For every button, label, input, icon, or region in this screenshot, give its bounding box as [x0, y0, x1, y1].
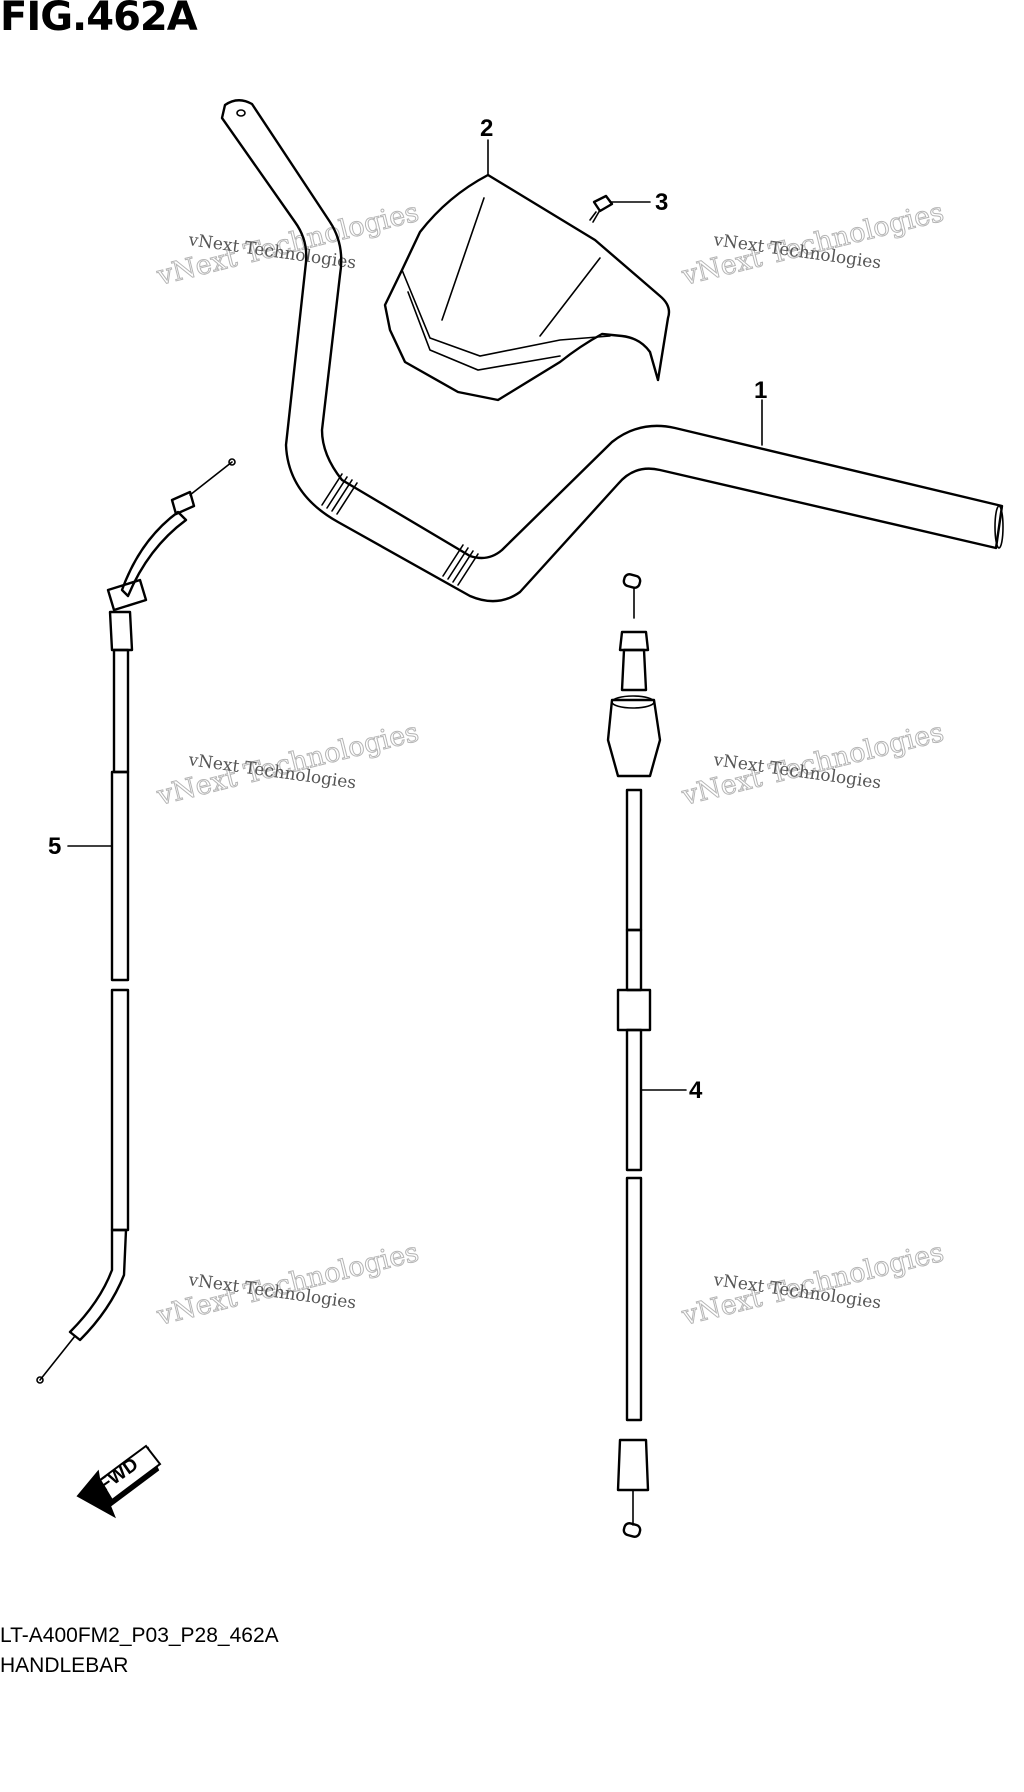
cable-boot [606, 698, 662, 778]
adjuster-nut [618, 630, 650, 652]
handlebar-knurl-left [321, 473, 358, 515]
callout-5: 5 [48, 833, 61, 860]
cable-end-barrel-top [622, 573, 642, 589]
bolt-shank [592, 209, 601, 223]
cable-fitting [108, 610, 134, 652]
adjuster-bottom [616, 1438, 650, 1492]
watermark: vNext Technologies vNext Technologies [678, 196, 948, 292]
cable-sheath-mid [110, 770, 130, 982]
handlebar-cover-part: 2 [383, 115, 671, 402]
cover-lip [407, 291, 561, 371]
cover-inner-edge [401, 269, 611, 357]
callout-4: 4 [689, 1077, 703, 1104]
handlebar-part: 1 [220, 99, 1004, 603]
adjuster-thread [620, 648, 648, 692]
figure-code: LT-A400FM2_P03_P28_462A [0, 1624, 279, 1647]
figure-name: HANDLEBAR [0, 1654, 129, 1677]
cover-outline [383, 173, 671, 402]
cable-bend-bottom [68, 1228, 128, 1342]
cover-ridge [539, 257, 601, 337]
cable-sheath-lower [110, 988, 130, 1232]
watermark: vNext Technologies vNext Technologies [678, 716, 948, 812]
bolt-head [592, 194, 614, 213]
fwd-direction-badge: FWD [76, 1444, 162, 1519]
watermark: vNext Technologies vNext Technologies [153, 716, 423, 812]
callout-1: 1 [754, 377, 767, 404]
figure-title: FIG.462A [0, 0, 198, 40]
callout-2: 2 [480, 115, 493, 142]
inner-wire-bottom [39, 1335, 76, 1381]
handlebar-end-cap [994, 505, 1004, 549]
cable-grommet [616, 988, 652, 1032]
cable-sheath-upper [112, 648, 130, 774]
callout-3: 3 [655, 189, 668, 216]
cable-ferrule-top [170, 490, 196, 516]
cover-ridge [441, 197, 485, 321]
brake-cable-part: 5 [36, 458, 236, 1384]
cable-sheath-mid [625, 928, 643, 992]
inner-wire-top [189, 461, 233, 496]
cable-bend-top [120, 510, 188, 598]
cable-sheath-lower [625, 1028, 643, 1172]
watermark: vNext Technologies vNext Technologies [678, 1236, 948, 1332]
handlebar-end-hole [236, 109, 246, 117]
watermark: vNext Technologies vNext Technologies [153, 1236, 423, 1332]
cable-bracket [106, 578, 148, 612]
handlebar-knurl-right [442, 544, 479, 586]
cable-end-barrel-bottom [622, 1522, 642, 1538]
cable-sheath-upper [625, 788, 643, 932]
throttle-cable-part: 4 [606, 573, 703, 1538]
handlebar-outline [220, 99, 1004, 603]
cable-sheath-bottom [625, 1176, 643, 1422]
bolt-part: 3 [589, 189, 668, 223]
